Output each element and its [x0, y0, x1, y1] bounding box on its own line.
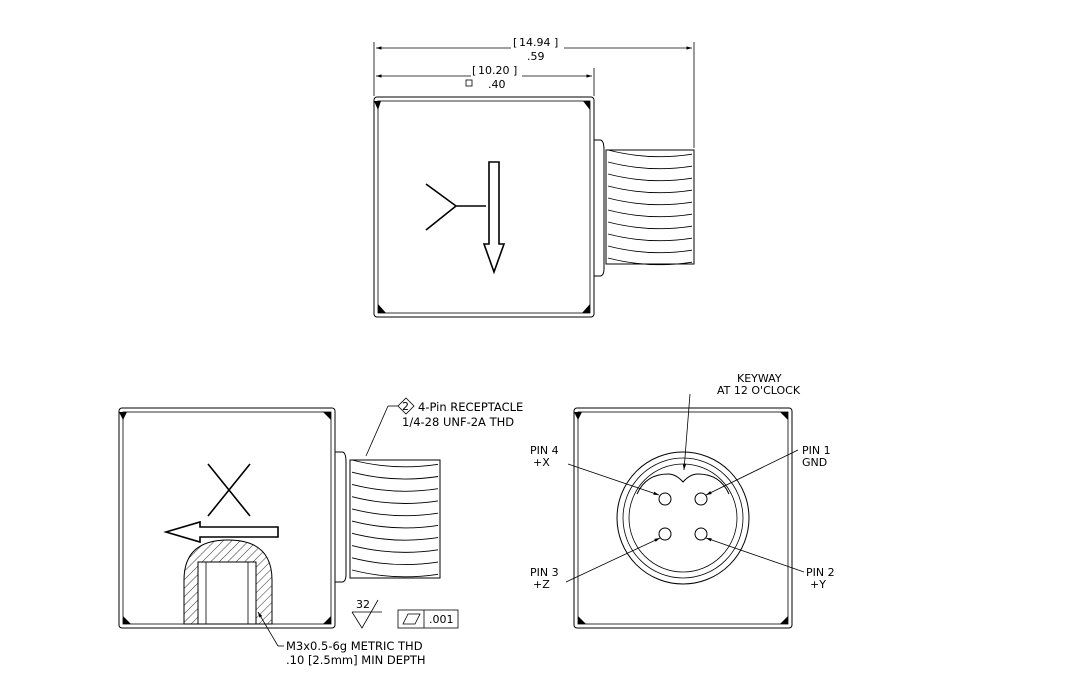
overall-dim-mm: 14.94 — [519, 36, 551, 49]
min-depth-note: .10 [2.5mm] MIN DEPTH — [286, 653, 426, 667]
thread-line — [607, 185, 693, 194]
thread-line — [351, 471, 439, 480]
x-direction-arrow — [163, 520, 279, 544]
thread-line — [351, 459, 439, 468]
receptacle-callout: 2 4-Pin RECEPTACLE 1/4-28 UNF-2A THD — [365, 397, 523, 457]
thread-line — [351, 569, 439, 578]
y-direction-arrow — [482, 161, 506, 275]
pin-2-signal: +Y — [810, 578, 826, 591]
body-dim-mm: 10.20 — [478, 64, 510, 77]
pin-4-label: PIN 4 — [530, 444, 559, 457]
svg-text:[: [ — [513, 36, 517, 49]
thread-line — [607, 149, 693, 158]
side-view: X 2 4-Pin RECEPTACLE 1/4-28 UNF-2A THD — [118, 397, 523, 667]
pin-1-signal: GND — [802, 456, 827, 469]
body-dimension: [ 10.20 ] .40 — [376, 64, 595, 96]
square-symbol — [465, 79, 473, 87]
thread-line — [351, 496, 439, 504]
flatness-value: .001 — [429, 613, 454, 626]
svg-text:[: [ — [472, 64, 476, 77]
pin-1-label: PIN 1 — [802, 444, 831, 457]
side-thread — [335, 451, 441, 583]
thread-line — [607, 233, 693, 242]
top-thread — [594, 139, 695, 277]
top-view: [ 14.94 ] .59 [ 10.20 ] .40 Y — [373, 36, 695, 318]
connector-view: KEYWAY AT 12 O'CLOCK PIN 4 +X PIN 1 GND … — [530, 372, 835, 629]
flatness-icon — [402, 613, 421, 625]
pin-2-label: PIN 2 — [806, 566, 835, 579]
thread-line — [607, 257, 693, 266]
pin-3-label: PIN 3 — [530, 566, 559, 579]
overall-dimension: [ 14.94 ] .59 — [373, 36, 695, 148]
thread-line — [607, 221, 693, 230]
x-axis-label-glyph — [207, 463, 251, 517]
pin-1-hole — [694, 492, 708, 506]
keyway — [636, 473, 730, 495]
pin-4-signal: +X — [533, 456, 550, 469]
thread-line — [351, 508, 439, 517]
pin-2-hole — [694, 527, 708, 541]
thread-note: 1/4-28 UNF-2A THD — [402, 415, 514, 429]
svg-text:]: ] — [554, 36, 558, 49]
thread-line — [351, 545, 439, 553]
thread-line — [607, 197, 693, 206]
receptacle-note: 4-Pin RECEPTACLE — [418, 400, 523, 414]
thread-line — [607, 161, 693, 170]
thread-line — [351, 557, 439, 566]
surface-finish-value: 32 — [356, 598, 370, 611]
overall-dim-in: .59 — [527, 50, 545, 63]
pin-3-signal: +Z — [533, 578, 550, 591]
top-body: Y — [373, 96, 595, 318]
keyway-position-note: AT 12 O'CLOCK — [717, 384, 801, 397]
callout-number: 2 — [402, 400, 409, 413]
y-axis-label-glyph — [425, 183, 486, 231]
tapped-hole — [183, 539, 273, 625]
pin-4-hole — [658, 492, 672, 506]
svg-text:]: ] — [513, 64, 517, 77]
thread-line — [607, 245, 693, 254]
keyway-note: KEYWAY — [737, 372, 782, 385]
body-dim-in: .40 — [488, 78, 506, 91]
thread-line — [351, 532, 439, 541]
pin-3-hole — [658, 527, 672, 541]
thread-line — [607, 173, 693, 182]
callout-diamond — [397, 397, 415, 415]
thread-line — [351, 484, 439, 492]
metric-thread-callout: M3x0.5-6g METRIC THD .10 [2.5mm] MIN DEP… — [257, 611, 426, 667]
thread-line — [607, 209, 693, 218]
thread-line — [351, 520, 439, 529]
surface-finish-symbol: 32 — [351, 598, 382, 629]
metric-thread-note: M3x0.5-6g METRIC THD — [286, 639, 423, 653]
flatness-frame: .001 — [397, 609, 459, 629]
